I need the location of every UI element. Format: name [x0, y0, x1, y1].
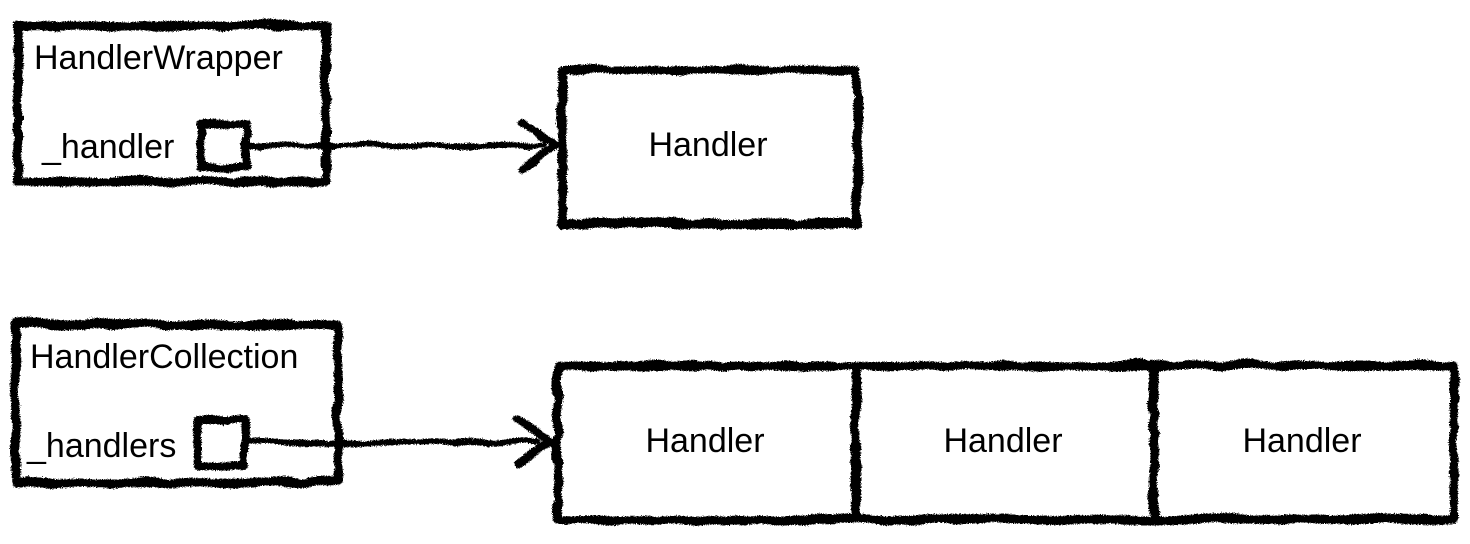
handlercollection-box: [9, 318, 341, 486]
handler-target-label: Handler: [648, 125, 768, 164]
handler-target-box: [555, 63, 861, 227]
collection-to-handlers-arrowhead-icon: [512, 414, 553, 468]
handlerwrapper-class-title: HandlerWrapper: [34, 39, 283, 77]
handlers-port-square: [191, 414, 247, 468]
handlerwrapper-box: [11, 19, 329, 185]
handler-item-box-3: [1147, 359, 1457, 523]
handler-port-square: [195, 118, 249, 170]
handler-field-label: _handler: [42, 128, 175, 166]
wrapper-to-handler-arrowhead-icon: [516, 117, 557, 171]
handlercollection-class-title: HandlerCollection: [30, 338, 299, 376]
handler-item-label-2: Handler: [943, 421, 1063, 460]
handler-item-label-1: Handler: [645, 421, 765, 460]
handler-item-label-3: Handler: [1242, 421, 1362, 460]
handlers-field-label: _handlers: [27, 427, 177, 465]
